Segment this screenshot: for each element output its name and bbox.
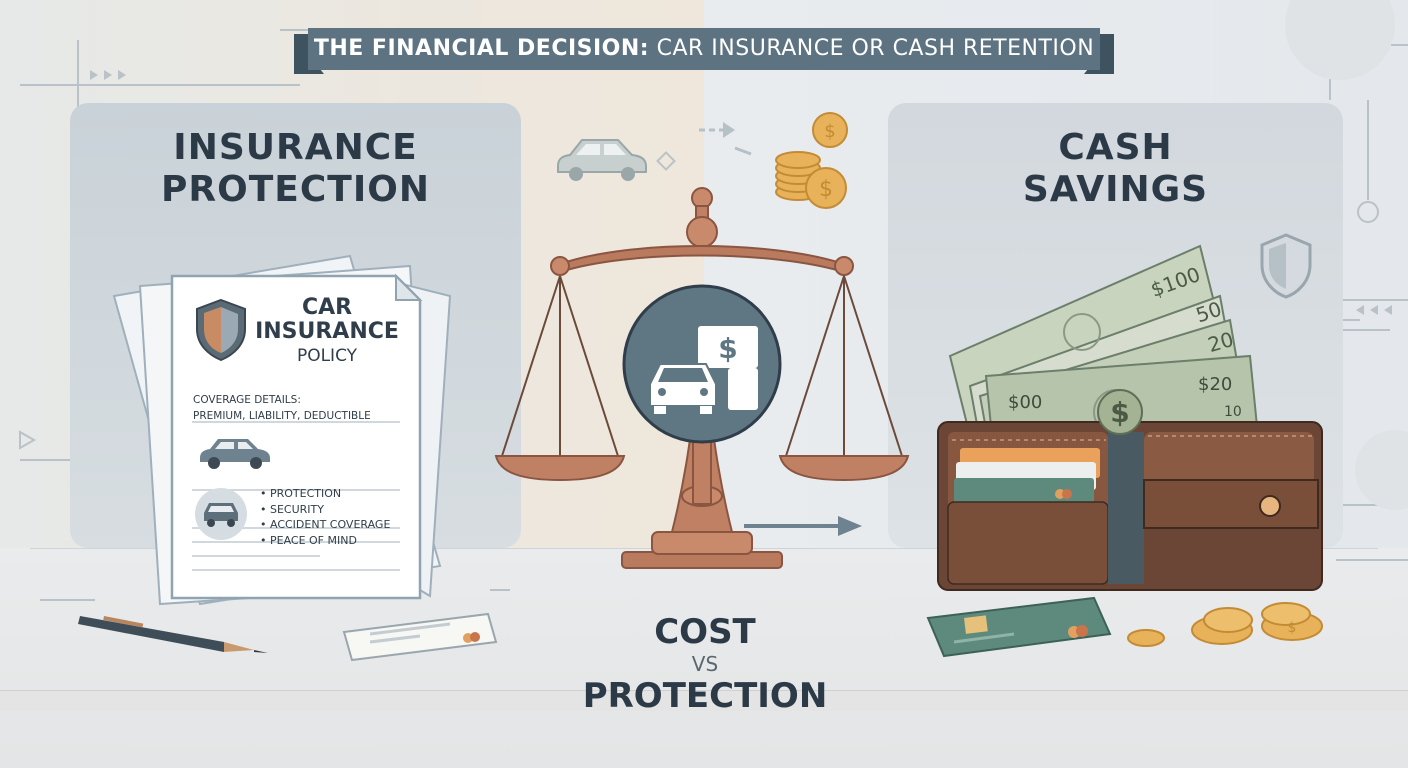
- shield-icon: [1260, 233, 1312, 299]
- banner-title-rest: CAR INSURANCE OR CASH RETENTION: [656, 36, 1095, 61]
- svg-text:$: $: [1110, 396, 1129, 429]
- cost-label: COST: [654, 612, 756, 652]
- coverage-items: PREMIUM, LIABILITY, DEDUCTIBLE: [193, 410, 371, 422]
- policy-title: CAR INSURANCE POLICY: [252, 296, 402, 368]
- savings-title-line2: SAVINGS: [1022, 169, 1209, 210]
- vs-label: VS: [691, 652, 719, 676]
- dollar-icon: $: [1097, 389, 1143, 435]
- banknote-label: 10: [1224, 404, 1242, 420]
- car-dollar-icon: $: [649, 326, 758, 414]
- policy-title-line2: INSURANCE: [255, 319, 399, 344]
- title-banner: THE FINANCIAL DECISION: CAR INSURANCE OR…: [294, 28, 1114, 74]
- bullet-item: • PROTECTION: [260, 487, 342, 500]
- bullet-item: • PEACE OF MIND: [260, 533, 357, 547]
- banknote-label: $00: [1008, 392, 1043, 413]
- bullet-item: • ACCIDENT COVERAGE: [260, 518, 391, 531]
- credit-card-icon: [926, 596, 1112, 658]
- svg-text:$: $: [718, 332, 737, 365]
- coin-stack-icon: $: [1127, 602, 1323, 647]
- svg-text:$: $: [819, 177, 833, 202]
- pen-icon: [78, 616, 268, 653]
- policy-title-line1: CAR: [301, 295, 353, 320]
- bullet-item: • SECURITY: [260, 502, 324, 516]
- bottom-shelf: [0, 690, 1408, 711]
- svg-text:$: $: [824, 121, 835, 142]
- svg-text:$: $: [1288, 620, 1297, 636]
- insurance-title-line1: INSURANCE: [173, 127, 418, 168]
- banner-title: THE FINANCIAL DECISION: CAR INSURANCE OR…: [294, 28, 1114, 70]
- policy-title-line3: POLICY: [296, 346, 358, 366]
- policy-bullets: • PROTECTION • SECURITY • ACCIDENT COVER…: [260, 486, 390, 548]
- policy-stack: [112, 254, 452, 606]
- savings-title-line1: CASH: [1058, 127, 1173, 168]
- arrow-right-icon: [744, 516, 862, 536]
- insurance-title-line2: PROTECTION: [161, 169, 430, 210]
- car-icon: [557, 139, 647, 181]
- protection-label: PROTECTION: [582, 676, 828, 716]
- banner-title-bold: THE FINANCIAL DECISION:: [313, 36, 650, 61]
- arrow-right-icon: [699, 122, 752, 156]
- coverage-heading: COVERAGE DETAILS:: [193, 394, 301, 406]
- car-icon: [195, 488, 247, 540]
- coin-stack-icon: $ $: [775, 112, 848, 209]
- car-icon: [200, 439, 270, 469]
- credit-card-icon: [342, 612, 498, 662]
- banknote-label: $20: [1198, 374, 1233, 395]
- shield-icon: [196, 298, 246, 362]
- banner-ribbon: [294, 28, 1114, 74]
